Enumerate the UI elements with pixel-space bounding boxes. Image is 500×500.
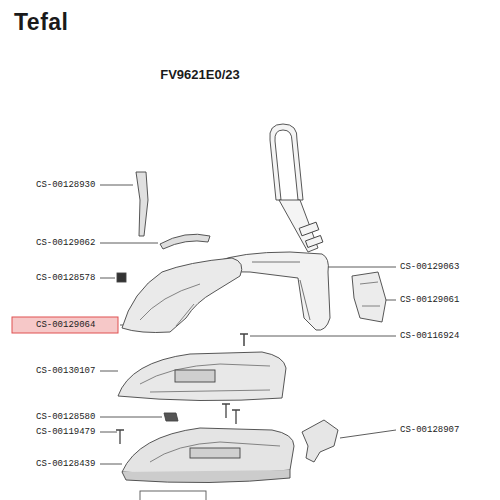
part-number: CS-00128580 xyxy=(36,411,95,423)
part-number: CS-00129064 xyxy=(36,319,95,331)
rear-cover xyxy=(352,272,386,322)
part-number: CS-00129063 xyxy=(400,261,459,273)
highlight-box xyxy=(12,317,118,333)
part-number: CS-00119479 xyxy=(36,426,95,438)
part-number: CS-00128578 xyxy=(36,272,95,284)
small-clip xyxy=(164,413,178,421)
upper-housing xyxy=(122,258,242,333)
brand-logo: Tefal xyxy=(14,9,68,35)
soleplate xyxy=(122,428,294,475)
part-number: CS-00129062 xyxy=(36,237,95,249)
power-cord xyxy=(270,124,323,252)
screw xyxy=(240,334,248,346)
part-number: CS-00116924 xyxy=(400,330,459,342)
part-number: CS-00128930 xyxy=(36,179,95,191)
model-title: FV9621E0/23 xyxy=(160,67,240,83)
part-number: CS-00129061 xyxy=(400,294,459,306)
part-number: CS-00128439 xyxy=(36,458,95,470)
accessory-box xyxy=(140,491,206,500)
skirt xyxy=(118,352,286,401)
part-number: CS-00128907 xyxy=(400,424,459,436)
valve-part xyxy=(302,420,338,462)
cover-strip xyxy=(160,234,210,249)
part-number: CS-00130107 xyxy=(36,365,95,377)
small-button xyxy=(117,273,126,282)
trigger-part xyxy=(136,172,148,236)
